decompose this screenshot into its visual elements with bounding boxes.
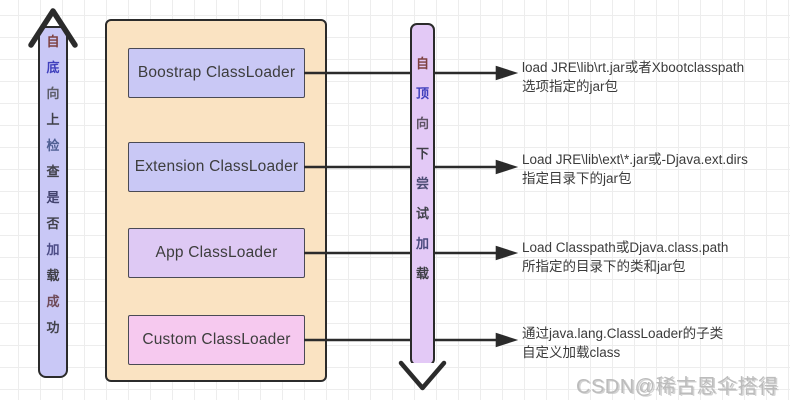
flow-char: 向 xyxy=(415,116,429,131)
flow-char: 底 xyxy=(46,60,60,75)
top-down-flow-bar: 自顶向下尝试加载 xyxy=(410,23,435,366)
flow-char: 载 xyxy=(415,266,429,281)
annotation-bootstrap-line1: load JRE\lib\rt.jar或者Xbootclasspath xyxy=(522,60,745,75)
flow-char: 尝 xyxy=(415,176,429,191)
extension-classloader-label: Extension ClassLoader xyxy=(134,158,299,175)
annotation-custom-line2: 自定义加载class xyxy=(522,345,621,360)
app-classloader-box: App ClassLoader xyxy=(128,228,305,278)
annotation-bootstrap-line2: 选项指定的jar包 xyxy=(522,79,619,94)
annotation-custom: 通过java.lang.ClassLoader的子类 自定义加载class xyxy=(522,324,784,362)
arrowhead-custom-icon xyxy=(495,332,519,348)
flow-char: 自 xyxy=(46,34,60,49)
flow-char: 功 xyxy=(46,320,60,335)
flow-char: 否 xyxy=(46,216,60,231)
flow-char: 向 xyxy=(46,86,60,101)
annotation-extension-line2: 指定目录下的jar包 xyxy=(522,171,632,186)
flow-char: 查 xyxy=(46,164,60,179)
bootstrap-classloader-box: Boostrap ClassLoader xyxy=(128,48,305,98)
flow-char: 自 xyxy=(415,56,429,71)
flow-char: 检 xyxy=(46,138,60,153)
annotation-app: Load Classpath或Djava.class.path 所指定的目录下的… xyxy=(522,238,784,276)
annotation-extension: Load JRE\lib\ext\*.jar或-Djava.ext.dirs 指… xyxy=(522,150,784,188)
flow-char: 加 xyxy=(46,242,60,257)
flow-char: 顶 xyxy=(415,86,429,101)
csdn-watermark: CSDN@稀古恩伞搭得小社区 xyxy=(576,376,779,398)
flow-char: 载 xyxy=(46,268,60,283)
down-arrowhead-icon xyxy=(398,360,447,391)
app-classloader-label: App ClassLoader xyxy=(155,244,278,261)
arrowhead-app-icon xyxy=(495,245,519,261)
custom-classloader-label: Custom ClassLoader xyxy=(142,331,291,348)
annotation-custom-line1: 通过java.lang.ClassLoader的子类 xyxy=(522,326,724,341)
flow-char: 是 xyxy=(46,190,60,205)
annotation-app-line2: 所指定的目录下的类和jar包 xyxy=(522,259,686,274)
bootstrap-classloader-label: Boostrap ClassLoader xyxy=(137,64,296,81)
flow-char: 成 xyxy=(46,294,60,309)
flow-char: 上 xyxy=(46,112,60,127)
arrowhead-extension-icon xyxy=(495,159,519,175)
annotation-bootstrap: load JRE\lib\rt.jar或者Xbootclasspath 选项指定… xyxy=(522,58,784,96)
arrowhead-bootstrap-icon xyxy=(495,65,519,81)
annotation-app-line1: Load Classpath或Djava.class.path xyxy=(522,240,729,255)
up-arrowhead-icon xyxy=(28,8,78,48)
flow-char: 加 xyxy=(415,236,429,251)
bottom-up-flow-bar: 自底向上检查是否加载成功 xyxy=(38,26,68,378)
flow-char: 试 xyxy=(415,206,429,221)
flow-char: 下 xyxy=(415,146,429,161)
annotation-extension-line1: Load JRE\lib\ext\*.jar或-Djava.ext.dirs xyxy=(522,152,748,167)
custom-classloader-box: Custom ClassLoader xyxy=(128,315,305,365)
